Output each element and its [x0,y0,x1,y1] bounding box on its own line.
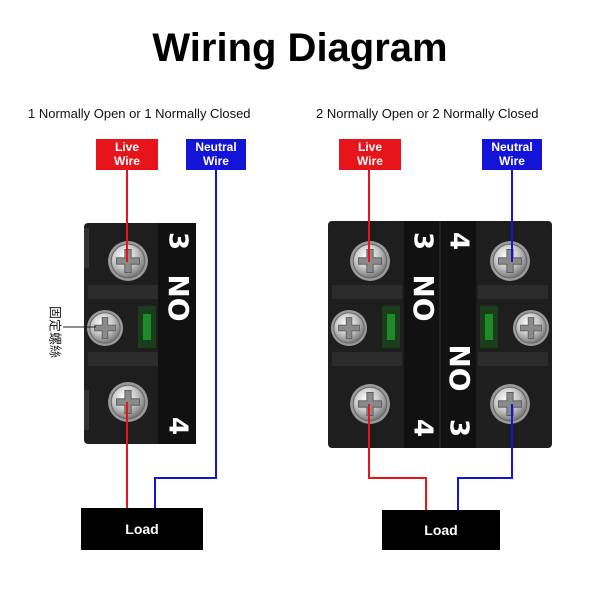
svg-text:Neutral: Neutral [491,140,532,154]
svg-text:Wire: Wire [499,154,525,168]
right-neutral-wire-label: Neutral Wire [482,139,542,170]
left-live-wire-label: Live Wire [96,139,158,170]
left-terminal-top-number: 3 [163,232,193,250]
right-diagram: 3 NO 4 4 NO 3 Live Wire Neutral Wire Loa… [328,139,552,550]
left-contact-block [84,223,196,444]
right-live-wire-label: Live Wire [339,139,401,170]
right-diagram-caption: 2 Normally Open or 2 Normally Closed [316,106,539,121]
svg-text:Load: Load [424,522,457,538]
right-load-blue-wire [457,404,513,512]
right-screw-middle-right [512,309,550,347]
svg-text:Neutral: Neutral [195,140,236,154]
left-diagram-caption: 1 Normally Open or 1 Normally Closed [28,106,251,121]
svg-text:Wire: Wire [203,154,229,168]
left-screw-middle [86,309,124,347]
left-terminal-bottom-number: 4 [163,417,193,435]
svg-text:Live: Live [358,140,382,154]
right-screw-top-right [489,240,531,282]
right-load-box: Load [382,510,500,550]
right-block2-terminal-top-number: 4 [444,232,474,250]
svg-text:Wire: Wire [114,154,140,168]
right-block2-terminal-bottom-number: 3 [444,419,474,437]
right-load-red-wire [368,404,427,512]
left-contact-type: NO [162,274,195,321]
left-fixing-screw-label: 固定螺絲 [47,306,62,358]
svg-text:Wire: Wire [357,154,383,168]
page-title: Wiring Diagram [152,26,448,70]
svg-text:Live: Live [115,140,139,154]
right-block1-contact-type: NO [407,274,440,321]
right-block1-terminal-top-number: 3 [408,232,438,250]
right-block1-terminal-bottom-number: 4 [408,419,438,437]
left-load-box: Load [81,508,203,550]
right-block2-contact-type: NO [443,344,476,391]
left-diagram: 3 NO 4 固定螺絲 Live Wire Neutral Wire Load [47,139,246,550]
svg-text:Load: Load [125,521,158,537]
right-screw-middle-left [330,309,368,347]
left-neutral-wire [154,170,217,508]
right-screw-bottom-right [489,383,531,425]
left-neutral-wire-label: Neutral Wire [186,139,246,170]
